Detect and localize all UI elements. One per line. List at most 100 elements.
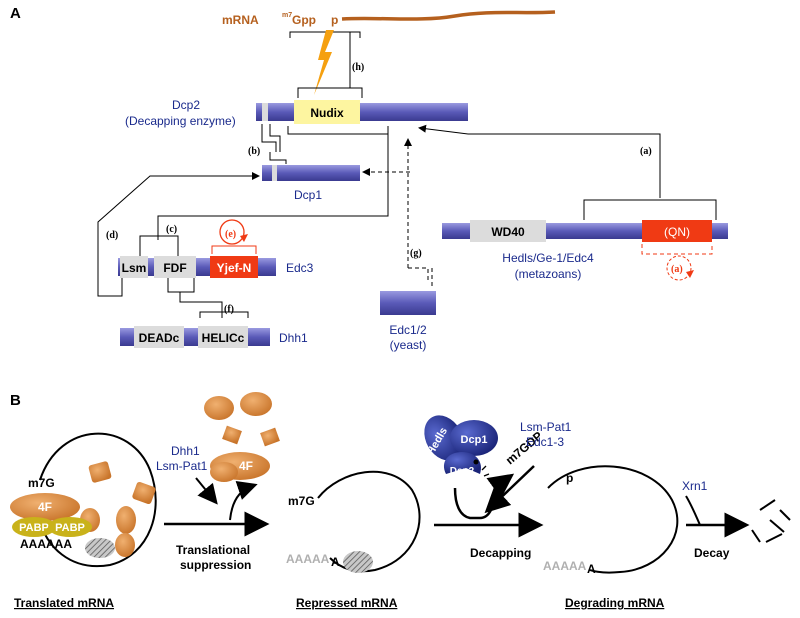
hedls-bracket (583, 199, 717, 220)
deadc-label: DEADc (139, 331, 180, 345)
degrading-caption: Degrading mRNA (565, 596, 665, 610)
panel-b-label: B (10, 392, 21, 409)
fdf-domain (154, 256, 196, 278)
tag-a-red: (a) (671, 264, 683, 275)
dcp2-sublabel: (Decapping enzyme) (125, 114, 236, 128)
lsmpat1-b-label: Lsm-Pat1 (520, 420, 572, 434)
lsmpat1-factor-label: Lsm-Pat1 (156, 459, 208, 473)
m7g-label-translated: m7G (28, 476, 55, 490)
decapping-label: Decapping (470, 546, 531, 560)
cap-phosphate-label: p (331, 13, 338, 27)
translational-label-2: suppression (180, 558, 251, 572)
interaction-line-b (261, 124, 287, 164)
p-label: p (566, 471, 573, 485)
dcp2-label: Dcp2 (172, 98, 200, 112)
dhh1-factor-label: Dhh1 (171, 444, 200, 458)
released-ribosome-4 (260, 427, 280, 447)
polya-a-repressed: A (331, 555, 340, 569)
dcp2-bottom-bracket (287, 126, 389, 135)
yjefn-self-loop-icon (219, 219, 245, 245)
dcp2-protein-label: Dcp2 (450, 466, 475, 477)
xrn1-label: Xrn1 (682, 479, 708, 493)
qn-dashed-bracket (641, 244, 713, 255)
qn-loop-arrowhead-icon (686, 270, 694, 278)
qn-domain (642, 220, 712, 242)
tag-b: (b) (248, 146, 260, 157)
degrading-mrna-loop (547, 465, 679, 574)
interaction-arrow-a (418, 124, 469, 135)
polya-label-translated: AAAAAA (20, 537, 72, 551)
xrn1-joining-line (685, 495, 701, 526)
cap-label: Gpp (292, 13, 316, 27)
released-eif4f-label: 4F (239, 459, 253, 473)
edc12-bar (380, 291, 436, 315)
translated-caption: Translated mRNA (14, 596, 114, 610)
ribosome-3 (116, 506, 136, 534)
interaction-line-c (157, 134, 389, 240)
tag-f: (f) (224, 304, 234, 315)
pabp-1-label: PABP (19, 522, 49, 534)
dcp2-protein (443, 452, 482, 474)
edc3-label: Edc3 (286, 261, 314, 275)
dashed-line-g (408, 267, 433, 286)
interaction-line-f (167, 278, 249, 318)
ribosome-4 (115, 533, 135, 557)
pabp-1 (12, 517, 56, 537)
yjefn-label: Yjef-N (217, 261, 252, 275)
dcp1-protein-label: Dcp1 (461, 434, 488, 446)
dcp1-gray-segment (272, 165, 277, 181)
repressed-caption: Repressed mRNA (296, 596, 398, 610)
eif4f-complex (10, 493, 80, 521)
interaction-line-a (468, 133, 661, 198)
mrna-label: mRNA (222, 13, 259, 27)
dcp2-gray-segment (262, 103, 268, 121)
interaction-line-d (97, 172, 260, 297)
pabp-2 (48, 517, 92, 537)
fdf-label: FDF (163, 261, 186, 275)
nudix-label: Nudix (310, 106, 344, 120)
translated-mrna-loop (39, 432, 157, 568)
cap-superscript: m7 (282, 12, 292, 19)
helicc-label: HELICc (202, 331, 245, 345)
polya-a-degrading: A (587, 562, 596, 576)
dcp2-bar (256, 103, 468, 121)
wd40-label: WD40 (491, 225, 525, 239)
released-ribosome-2 (240, 392, 272, 416)
tag-e: (e) (225, 229, 236, 240)
nudix-domain (294, 100, 360, 124)
panel-a-label: A (10, 5, 21, 22)
nudix-top-bracket (297, 87, 363, 98)
cap-bracket (289, 31, 361, 38)
tag-a-top: (a) (640, 146, 652, 157)
edc12-label: Edc1/2 (389, 323, 427, 337)
polya-gray-degrading: AAAAA (543, 559, 587, 573)
decayed-fragments-icon (751, 499, 791, 543)
yeast-label: (yeast) (390, 338, 427, 352)
lightning-bolt-icon (314, 30, 334, 95)
pabp-2-label: PABP (55, 522, 85, 534)
qn-label: (QN) (664, 225, 690, 239)
helicc-domain (198, 326, 248, 348)
yjefn-loop-arrowhead-icon (240, 234, 248, 242)
dcp1-label: Dcp1 (294, 188, 322, 202)
dhh1-label: Dhh1 (279, 331, 308, 345)
edc13-label: Edc1-3 (526, 435, 564, 449)
lsm-label: Lsm (122, 261, 147, 275)
mrna-strand (341, 10, 556, 21)
released-ribosome-1 (204, 396, 234, 420)
cleavage-marks-icon (481, 465, 490, 477)
yjefn-bracket (211, 245, 257, 254)
hedls-protein (424, 415, 464, 461)
bracket-c (139, 235, 179, 258)
poly-a-binding-hatched-1 (85, 538, 115, 558)
released-factor-arrow (229, 480, 258, 521)
metazoans-label: (metazoans) (515, 267, 582, 281)
ribosome-1 (88, 461, 112, 483)
hedls-label: Hedls/Ge-1/Edc4 (502, 251, 594, 265)
yjefn-domain (210, 256, 258, 278)
lsm-edc-arrow (484, 465, 535, 514)
qn-self-loop-icon (666, 255, 692, 281)
cap-dot-icon (473, 459, 479, 465)
deadc-domain (134, 326, 184, 348)
eif4f-label: 4F (38, 500, 52, 514)
